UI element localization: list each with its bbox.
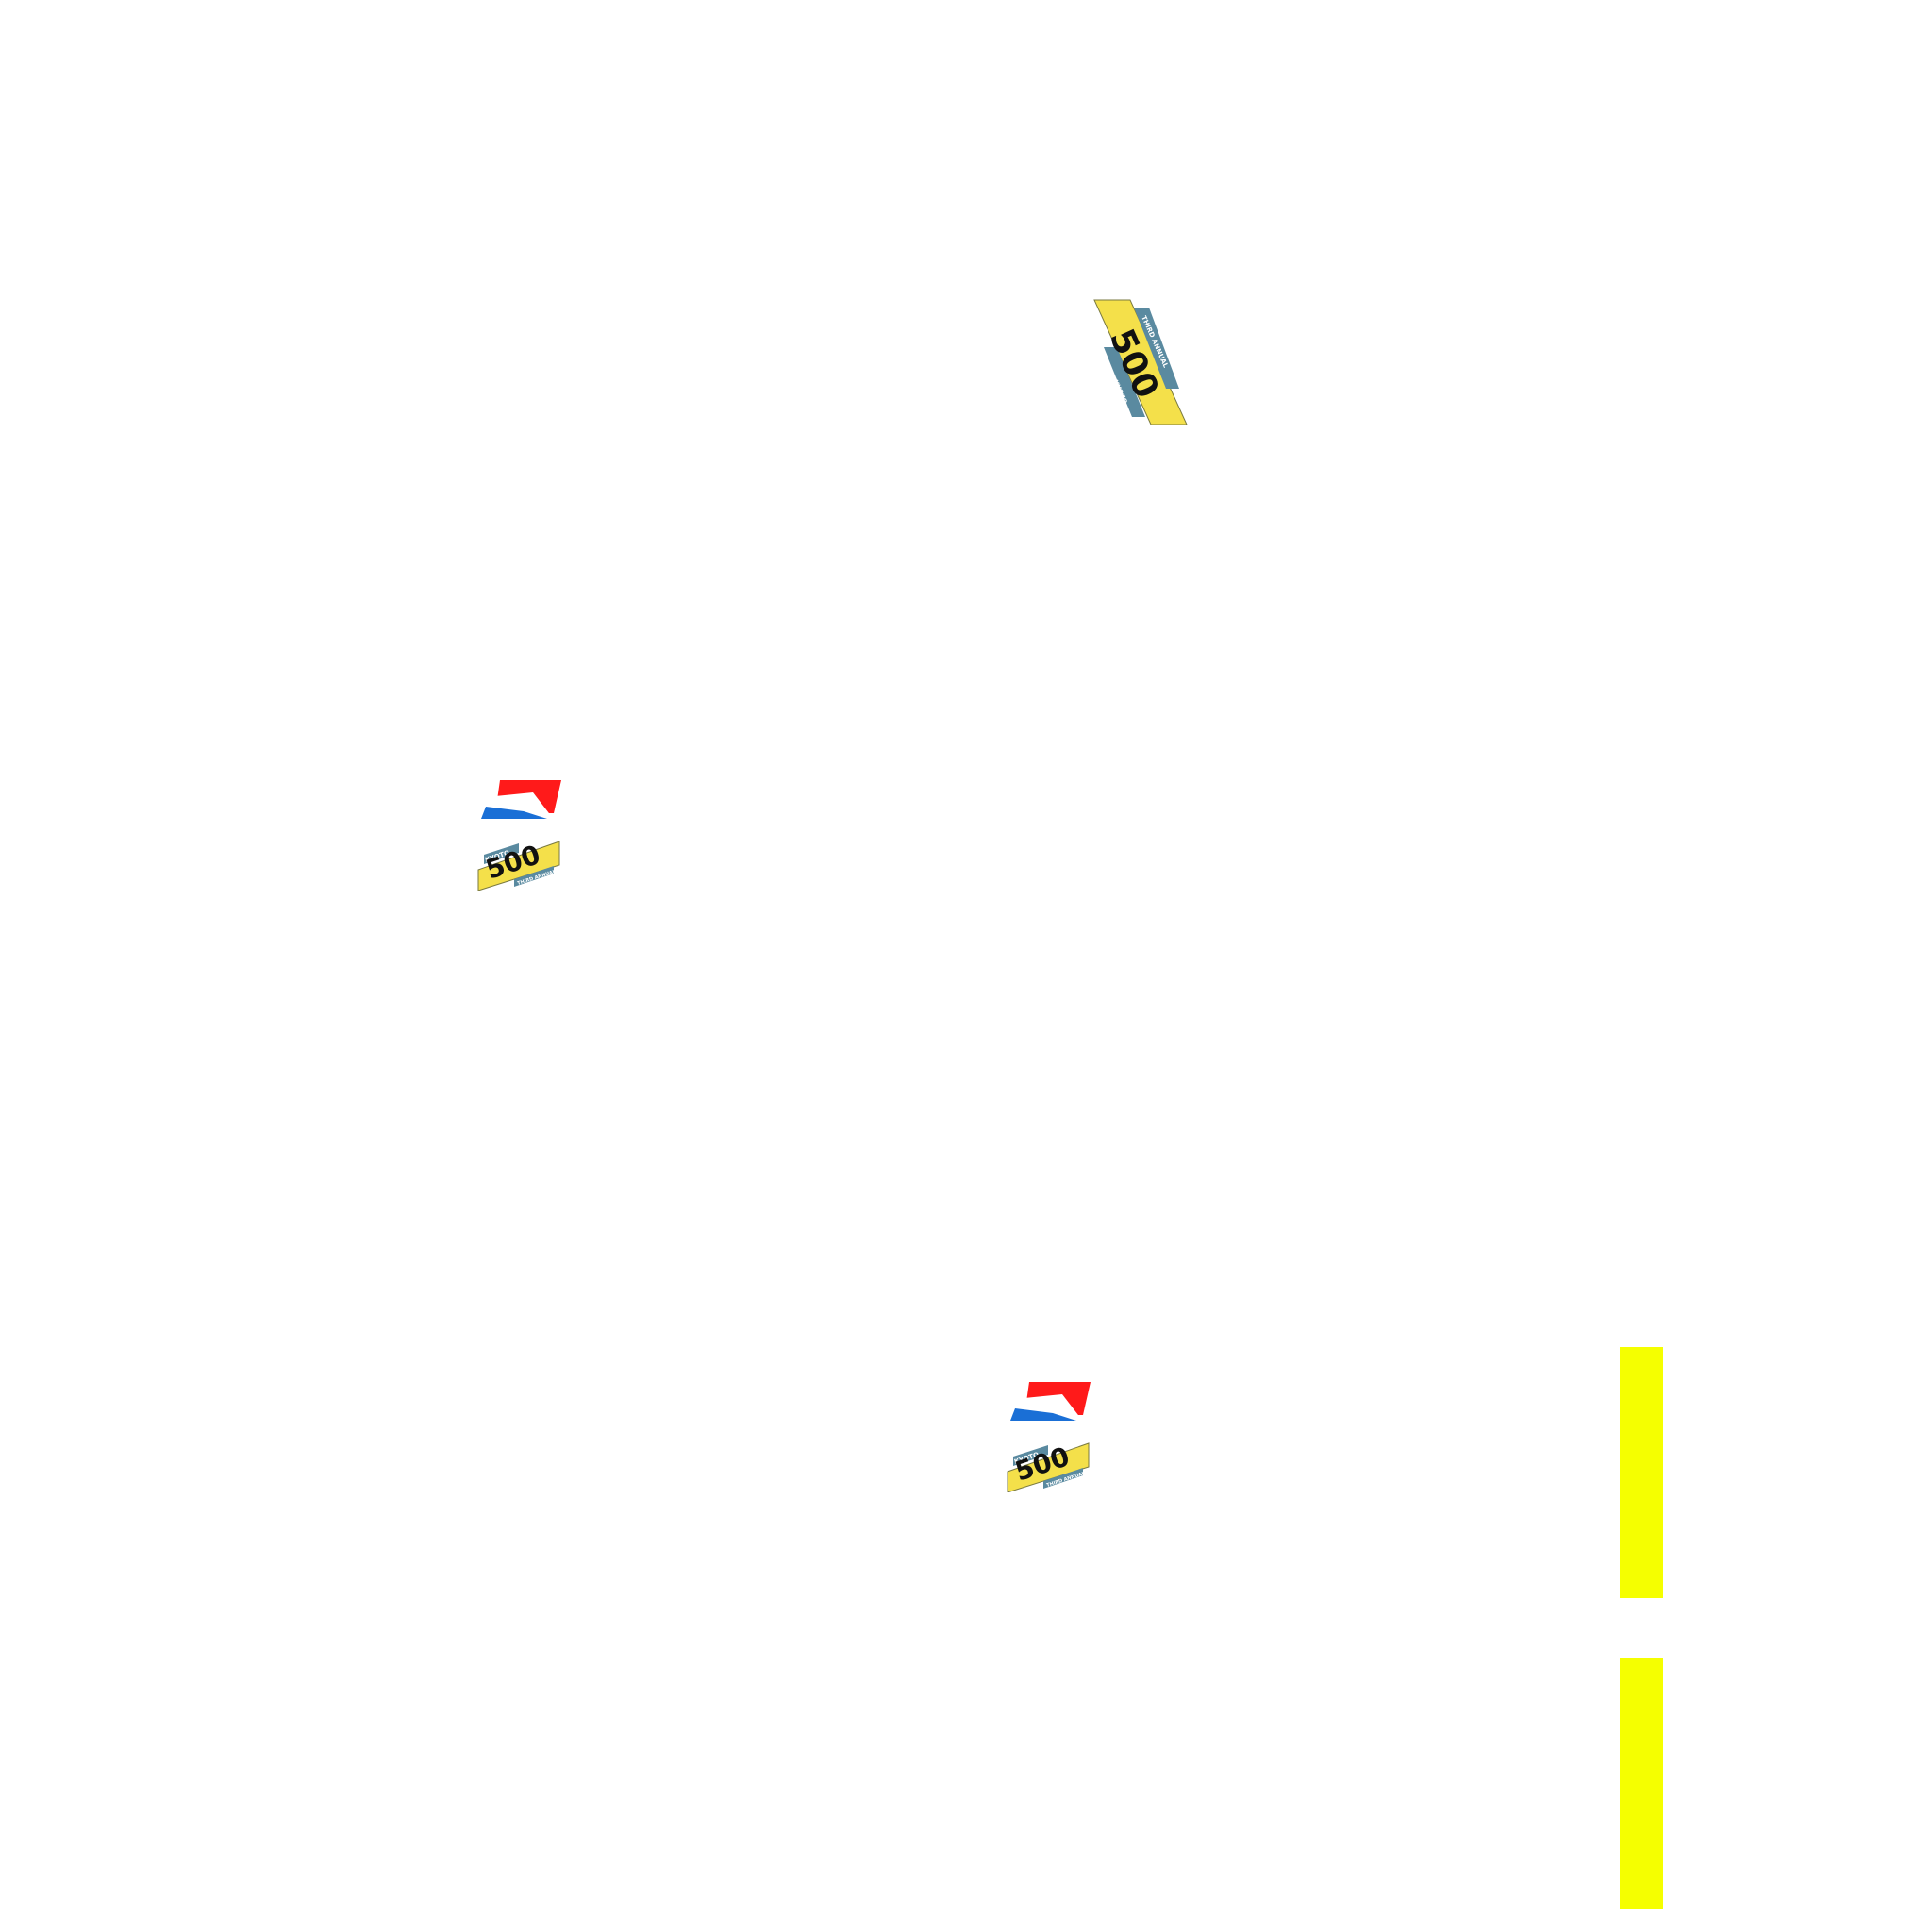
kyoto-500-logo: KYOTO 500 THIRD ANNUAL (1007, 1382, 1091, 1492)
yellow-bar-top (1620, 1347, 1663, 1598)
flag-icon (481, 780, 561, 819)
flag-icon (1010, 1382, 1091, 1421)
kyoto-500-logo: KYOTO 500 THIRD ANNUAL (477, 780, 561, 891)
kyoto-500-logo-rotated: 500 THIRD ANNUAL KYOTO (1093, 299, 1188, 425)
yellow-bar-bottom (1620, 1658, 1663, 1909)
